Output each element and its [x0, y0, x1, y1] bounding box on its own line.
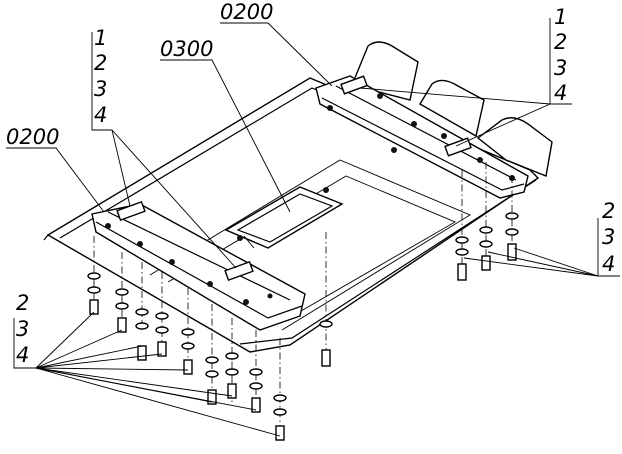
- bolt: [135, 308, 149, 361]
- label-4: 4: [554, 81, 567, 105]
- bolt: [225, 352, 239, 399]
- leader-lines: [6, 18, 620, 437]
- callout-stack-left: 2 3 4: [16, 291, 29, 367]
- bolt: [249, 368, 263, 413]
- fasteners: [87, 212, 519, 441]
- bolt: [115, 288, 129, 333]
- label-3: 3: [602, 225, 615, 249]
- bolt: [273, 394, 287, 441]
- label-2: 2: [16, 291, 29, 315]
- callout-0200-left: 0200: [6, 125, 59, 149]
- label-2: 2: [602, 199, 615, 223]
- label-3: 3: [16, 317, 29, 341]
- label-4: 4: [16, 343, 29, 367]
- bolt: [505, 212, 519, 261]
- label-4: 4: [94, 103, 107, 127]
- bolt: [319, 320, 333, 367]
- callout-stack-right: 2 3 4: [602, 199, 615, 276]
- label-1: 1: [94, 26, 107, 50]
- bolt: [181, 328, 195, 375]
- label-3: 3: [554, 56, 567, 80]
- label-0200: 0200: [6, 125, 59, 149]
- rear-crossmember: [91, 200, 306, 331]
- front-crossmember: [315, 75, 529, 199]
- label-4: 4: [602, 252, 615, 276]
- bolt: [87, 272, 101, 315]
- label-2: 2: [554, 30, 567, 54]
- callout-stack-top-left: 1 2 3 4: [94, 26, 107, 127]
- bolt: [155, 312, 169, 357]
- bolt: [479, 226, 493, 271]
- bolt: [205, 356, 219, 405]
- label-3: 3: [94, 77, 107, 101]
- callout-0200-right: 0200: [220, 0, 273, 24]
- label-0200: 0200: [220, 0, 273, 24]
- label-1: 1: [554, 5, 567, 29]
- callout-0300: 0300: [160, 37, 213, 61]
- bolt: [455, 236, 469, 281]
- callout-stack-top-right: 1 2 3 4: [554, 5, 567, 105]
- label-0300: 0300: [160, 37, 213, 61]
- label-2: 2: [94, 51, 107, 75]
- center-hatch: [224, 186, 344, 249]
